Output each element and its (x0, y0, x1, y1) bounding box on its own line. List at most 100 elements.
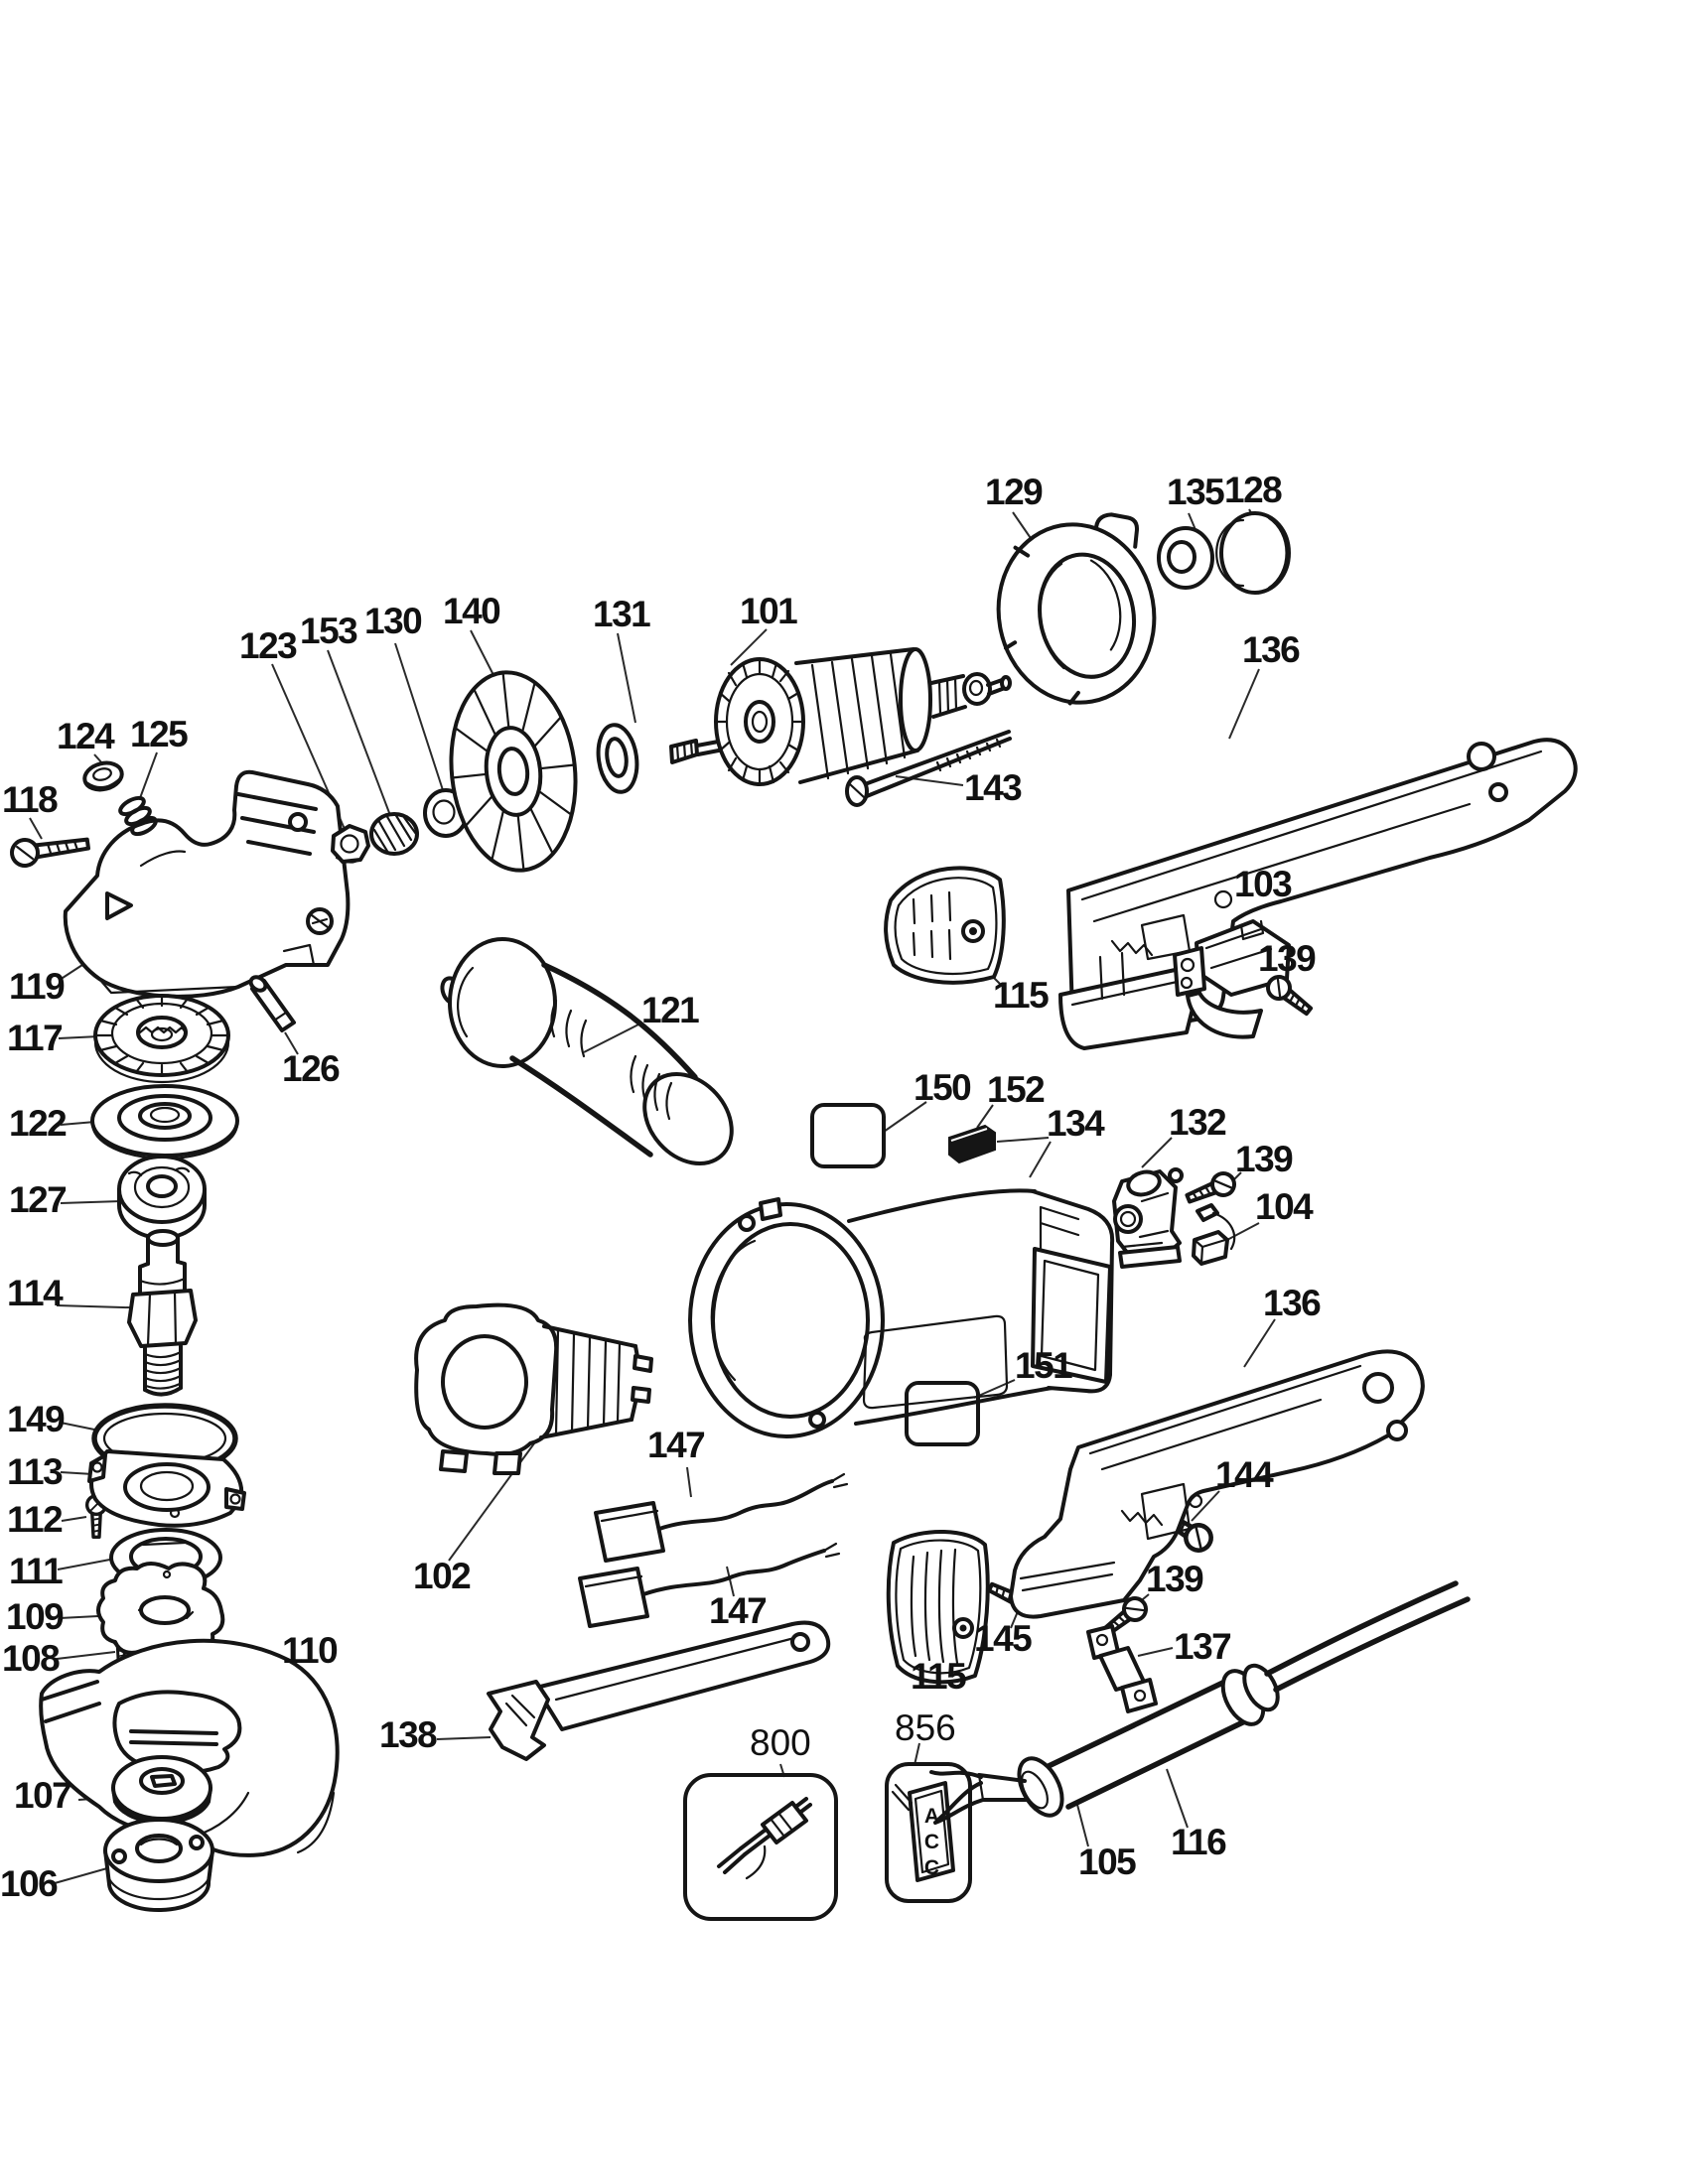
bearing-135 (1157, 526, 1214, 590)
seal-ring-122 (90, 1084, 239, 1160)
callout-134: 134 (1047, 1103, 1105, 1144)
callout-144: 144 (1215, 1454, 1274, 1495)
callout-139-a: 139 (1258, 938, 1317, 979)
callout-123: 123 (239, 625, 298, 666)
callout-150: 150 (914, 1067, 972, 1108)
callout-121: 121 (641, 990, 700, 1030)
callout-145: 145 (974, 1618, 1033, 1659)
callout-147-a: 147 (647, 1425, 706, 1465)
callout-147-b: 147 (709, 1590, 768, 1631)
crown-gear-117 (93, 994, 230, 1084)
cord-wires-105 (929, 1770, 1029, 1825)
screw-139-b (1182, 1167, 1240, 1211)
callout-139-c: 139 (1146, 1559, 1204, 1599)
cord-116 (1017, 1580, 1471, 1818)
spring-125 (118, 795, 158, 837)
callout-112: 112 (7, 1499, 64, 1540)
callout-124: 124 (57, 716, 115, 756)
callout-132: 132 (1169, 1102, 1227, 1143)
brush-lead-147-a (594, 1472, 849, 1563)
callout-140: 140 (443, 591, 501, 631)
screw-143 (845, 730, 1012, 807)
foam-pad-152 (948, 1124, 996, 1164)
callout-118: 118 (2, 779, 59, 820)
brush-cover-115-upper (884, 866, 1006, 985)
label-150 (810, 1103, 886, 1168)
callout-126: 126 (282, 1048, 341, 1089)
bearing-plate-113 (87, 1449, 246, 1528)
callout-113: 113 (7, 1451, 64, 1492)
callout-109: 109 (6, 1596, 65, 1637)
callout-105: 105 (1078, 1842, 1137, 1882)
brush-lead-147-b (578, 1542, 841, 1628)
callout-102: 102 (413, 1556, 472, 1596)
callout-125: 125 (130, 714, 189, 754)
callout-122: 122 (9, 1103, 68, 1144)
callout-136-upper: 136 (1242, 629, 1301, 670)
callout-114: 114 (7, 1273, 64, 1313)
callout-149: 149 (7, 1399, 66, 1439)
ball-bearing-127 (117, 1155, 207, 1240)
callout-104: 104 (1255, 1186, 1314, 1227)
brush-holder-132 (1112, 1167, 1184, 1269)
callout-111: 111 (9, 1551, 64, 1591)
callout-856: 856 (895, 1707, 956, 1748)
callout-119: 119 (9, 966, 66, 1007)
accessory-box-800 (683, 1773, 838, 1921)
label-151 (905, 1381, 980, 1446)
field-102 (414, 1302, 653, 1475)
callout-136-lower: 136 (1263, 1283, 1322, 1323)
fan-140 (449, 670, 578, 873)
callout-130: 130 (364, 601, 423, 641)
callout-143: 143 (964, 767, 1023, 808)
spanner-wrench-138 (487, 1620, 831, 1761)
callout-131: 131 (593, 594, 651, 634)
acc-plaque-text: ACC (920, 1805, 943, 1882)
callout-108: 108 (2, 1638, 61, 1679)
inner-flange-107 (111, 1755, 212, 1825)
callout-138: 138 (379, 1714, 438, 1755)
callout-127: 127 (9, 1179, 68, 1220)
callout-106: 106 (0, 1863, 59, 1904)
callout-117: 117 (7, 1018, 64, 1058)
callout-115-lower: 115 (911, 1656, 967, 1697)
gear-case-119 (63, 769, 351, 999)
callout-101: 101 (740, 591, 798, 631)
leader-lines (29, 508, 1284, 1884)
spindle-114 (127, 1229, 198, 1397)
handle-housing-lower-136 (1009, 1349, 1425, 1619)
armature-101 (669, 647, 1012, 786)
callout-110: 110 (282, 1630, 339, 1671)
switch-103 (1173, 919, 1291, 1039)
washer-cap-124 (82, 760, 124, 792)
callout-151: 151 (1015, 1345, 1073, 1386)
callout-128: 128 (1224, 470, 1283, 510)
callout-800: 800 (750, 1722, 811, 1763)
accessory-box-856 (885, 1762, 972, 1903)
side-handle-121 (440, 937, 734, 1166)
washer-131 (596, 723, 639, 794)
callout-107: 107 (14, 1775, 72, 1816)
screw-139-a (1261, 970, 1318, 1023)
cord-clamp-137 (1086, 1624, 1158, 1713)
locknut-123 (331, 824, 370, 864)
screw-118 (10, 837, 91, 868)
pin-126 (248, 975, 296, 1032)
clamp-nut-106 (103, 1818, 214, 1913)
callout-129: 129 (985, 472, 1044, 512)
gear-case-cover-129 (996, 512, 1157, 706)
callout-153: 153 (300, 611, 358, 651)
brush-cover-115-lower (886, 1529, 990, 1685)
motor-housing-134 (688, 1188, 1115, 1438)
carbon-brush-104 (1192, 1203, 1236, 1266)
retaining-ring-128 (1215, 511, 1291, 595)
pinion-gear-153 (369, 812, 419, 856)
callout-137: 137 (1174, 1626, 1232, 1667)
callout-115-upper: 115 (993, 975, 1050, 1016)
callout-135: 135 (1167, 472, 1225, 512)
callout-139-b: 139 (1235, 1139, 1294, 1179)
callout-116: 116 (1171, 1822, 1227, 1862)
handle-housing-upper-136 (1058, 738, 1578, 1050)
